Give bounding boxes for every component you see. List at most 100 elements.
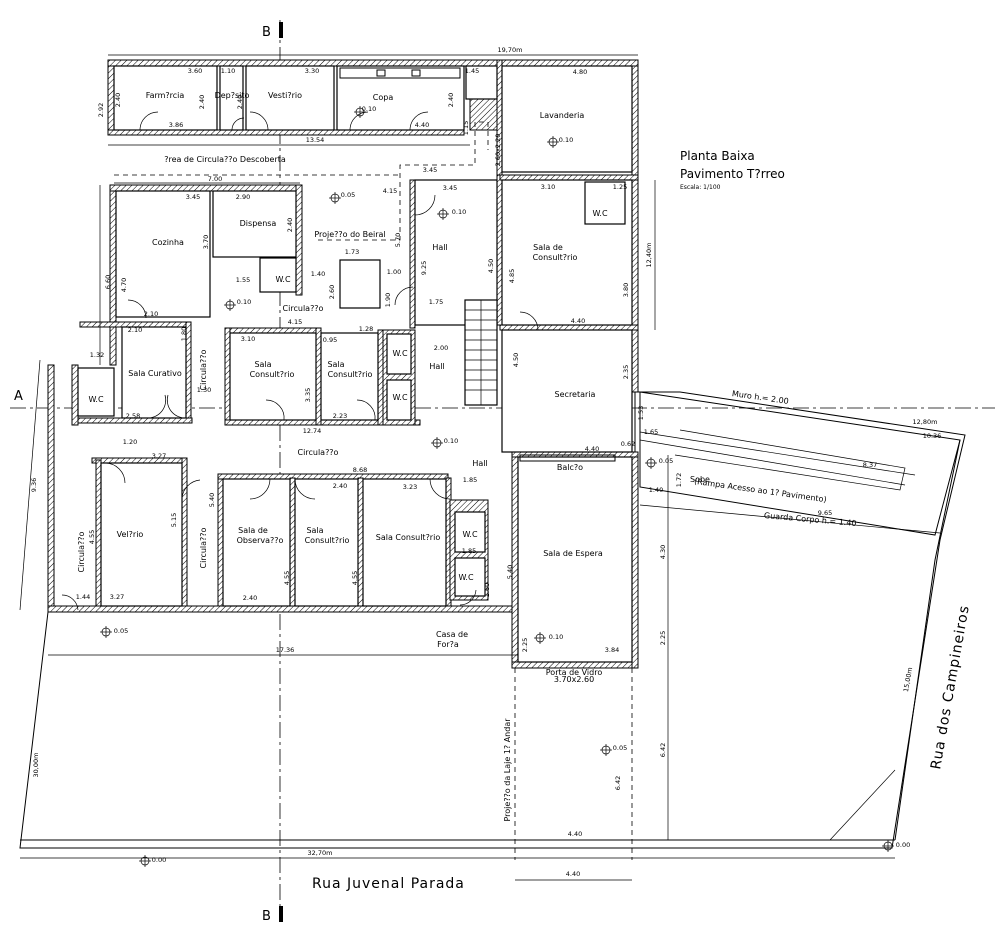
- dim-1354: 13.54: [306, 136, 325, 144]
- dim-450a: 4.50: [487, 259, 495, 273]
- dim-175: 1.75: [429, 298, 443, 306]
- wall-lower-rooms-top: [91, 457, 188, 464]
- wall-bottom-left: [47, 605, 519, 613]
- copa-sink-2: [411, 69, 421, 77]
- label-guarda-corpo: Guarda Corpo h.= 1.40: [764, 511, 857, 528]
- dim-323: 3.23: [403, 483, 417, 491]
- dim-185a: 1.85: [463, 476, 477, 484]
- dim-925: 9.25: [420, 261, 428, 275]
- wall-cozinha-top: [109, 184, 301, 192]
- room-dispensa: [212, 190, 297, 258]
- label-copa: Copa: [373, 93, 394, 102]
- level-front-left: 0.05: [114, 627, 128, 635]
- dim-155: 1.55: [236, 276, 250, 284]
- dim-570: 5.70: [394, 233, 402, 247]
- dim-160: 1.60: [483, 583, 491, 597]
- label-wc-4: W.C: [392, 393, 408, 402]
- label-consult-tr-1: Sala de: [533, 243, 563, 252]
- dim-240c: 2.40: [198, 95, 206, 109]
- dim-345a: 3.45: [423, 166, 437, 174]
- label-consult-b-2: Consult?rio: [328, 370, 373, 379]
- dim-242: 2.40: [114, 93, 122, 107]
- wall-left-diag: [71, 364, 79, 426]
- dim-132: 1.32: [90, 351, 104, 359]
- dim-1736: 17.36: [276, 646, 295, 654]
- dim-258: 2.58: [126, 412, 140, 420]
- plan-title-line1: Planta Baixa: [680, 149, 755, 163]
- dim-455c: 4.55: [88, 530, 96, 544]
- wc-room-2: [259, 257, 297, 293]
- room-sala-espera: [517, 456, 633, 663]
- dim-345c: 3.45: [186, 193, 200, 201]
- level-street-left: 0.00: [152, 856, 166, 864]
- dim-327a: 3.27: [152, 452, 166, 460]
- dim-200: 2.00: [434, 344, 448, 352]
- dim-240f: 2.40: [286, 218, 294, 232]
- level-copa: 0.10: [362, 105, 376, 113]
- wall-hall-left: [409, 179, 416, 329]
- diag-corner: [829, 769, 896, 841]
- label-porta-vidro-dim: 3.70x2.60: [554, 675, 594, 684]
- wall-right-main: [631, 59, 639, 393]
- level-markers: [100, 106, 894, 867]
- dim-3270: 32,70m: [308, 849, 333, 857]
- dim-660: 6.60: [104, 275, 112, 289]
- level-espera: 0.10: [549, 633, 563, 641]
- dim-153: 1.53: [637, 406, 645, 420]
- wall-consult-b-left: [315, 327, 322, 426]
- wc-room-5: [386, 379, 412, 421]
- dim-936: 9.36: [30, 478, 38, 492]
- section-mark-a: A: [14, 389, 23, 404]
- dim-125: 1.25: [613, 183, 627, 191]
- label-rampa: (Rampa Acesso ao 1? Pavimento): [694, 477, 828, 505]
- dim-240a: 2.40: [243, 594, 257, 602]
- wall-observ-right: [289, 477, 296, 607]
- dim-128: 1.28: [359, 325, 373, 333]
- dim-240e: 2.40: [447, 93, 455, 107]
- copa-counter: [339, 67, 461, 79]
- dim-335: 3.35: [304, 388, 312, 402]
- dim-290: 2.90: [236, 193, 250, 201]
- wc-room-3: [339, 259, 381, 309]
- dim-642: 6.42: [659, 743, 667, 757]
- wall-consult-tr-left: [499, 174, 639, 181]
- label-velorio: Vel?rio: [117, 530, 144, 539]
- lot-right-line: [894, 439, 961, 841]
- dim-837: 8.37: [863, 461, 877, 469]
- label-consult-c-2: Consult?rio: [305, 536, 350, 545]
- label-wc-1: W.C: [592, 209, 608, 218]
- label-wc-5: W.C: [88, 395, 104, 404]
- label-sala-espera: Sala de Espera: [543, 549, 603, 558]
- dim-140a: 1.40: [311, 270, 325, 278]
- dim-415a: 4.15: [383, 187, 397, 195]
- dim-515: 5.15: [170, 513, 178, 527]
- label-wc-2: W.C: [275, 275, 291, 284]
- balcao-counter: [519, 454, 616, 462]
- label-consult-b-1: Sala: [327, 360, 344, 369]
- label-circ-vert1: Circula??o: [77, 531, 86, 572]
- dim-240d: 2.40: [236, 95, 244, 109]
- dim-480: 4.80: [573, 68, 587, 76]
- dim-110: 1.10: [221, 67, 235, 75]
- dim-1036: 10.36: [923, 432, 942, 440]
- dim-190: 1.90: [384, 293, 392, 307]
- dim-225b: 2.25: [521, 638, 529, 652]
- wc-room-8: [454, 557, 486, 597]
- dim-140b: 1.40: [649, 486, 663, 494]
- plan-title-line2: Pavimento T?rreo: [680, 167, 785, 181]
- label-consult-a-2: Consult?rio: [250, 370, 295, 379]
- dim-310: 3.10: [541, 183, 555, 191]
- level-circ: 0.10: [237, 298, 251, 306]
- label-projecao-laje: Proje??o da Laje 1? Andar: [503, 718, 512, 822]
- section-mark-b-top: B: [262, 25, 271, 40]
- dim-965: 9.65: [818, 509, 832, 517]
- level-lavanderia: 0.10: [559, 136, 573, 144]
- room-secretaria: [501, 329, 633, 453]
- dim-1970: 19,70m: [498, 46, 523, 54]
- wall-velorio-left: [95, 459, 102, 607]
- wall-consult-a-left: [224, 327, 231, 426]
- label-casa-forca-2: For?a: [437, 640, 459, 649]
- dim-1274: 12.74: [303, 427, 322, 435]
- room-cozinha: [115, 190, 211, 318]
- label-balcao: Balc?o: [557, 463, 583, 472]
